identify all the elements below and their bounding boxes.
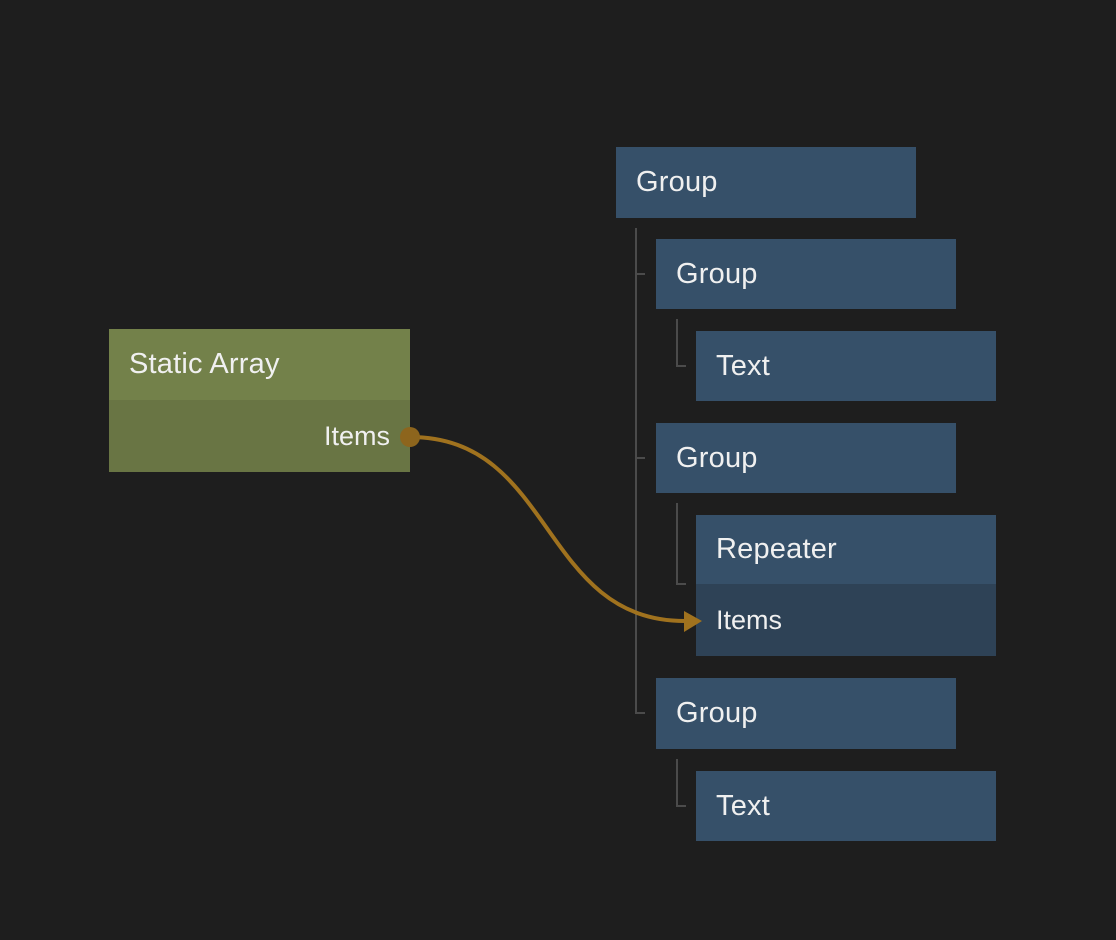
node-repeater[interactable]: Repeater Items bbox=[696, 515, 996, 656]
input-port-items[interactable]: Items bbox=[696, 584, 996, 656]
node-text-1[interactable]: Text bbox=[696, 331, 996, 401]
node-title: Group bbox=[676, 441, 758, 474]
node-title: Group bbox=[636, 166, 718, 198]
node-static-array[interactable]: Static Array Items bbox=[109, 329, 410, 472]
node-title-bar[interactable]: Text bbox=[696, 331, 996, 401]
node-group-4[interactable]: Group bbox=[656, 678, 956, 749]
node-title-bar[interactable]: Group bbox=[616, 147, 916, 218]
node-title-bar[interactable]: Text bbox=[696, 771, 996, 841]
node-title-bar[interactable]: Repeater bbox=[696, 515, 996, 584]
port-label: Items bbox=[323, 420, 390, 451]
node-group-2[interactable]: Group bbox=[656, 239, 956, 309]
node-group-3[interactable]: Group bbox=[656, 423, 956, 493]
output-port-items[interactable]: Items bbox=[109, 400, 410, 472]
node-text-2[interactable]: Text bbox=[696, 771, 996, 841]
node-title: Repeater bbox=[716, 533, 837, 565]
node-group-1[interactable]: Group bbox=[616, 147, 916, 218]
node-title-bar[interactable]: Group bbox=[656, 423, 956, 493]
port-label: Items bbox=[716, 604, 783, 635]
node-title: Text bbox=[716, 349, 770, 382]
node-title-bar[interactable]: Group bbox=[656, 678, 956, 749]
node-title: Text bbox=[716, 789, 770, 822]
node-title-bar[interactable]: Static Array bbox=[109, 329, 410, 400]
node-title: Group bbox=[676, 257, 758, 290]
node-title: Static Array bbox=[129, 348, 280, 380]
node-title: Group bbox=[676, 697, 758, 729]
node-title-bar[interactable]: Group bbox=[656, 239, 956, 309]
